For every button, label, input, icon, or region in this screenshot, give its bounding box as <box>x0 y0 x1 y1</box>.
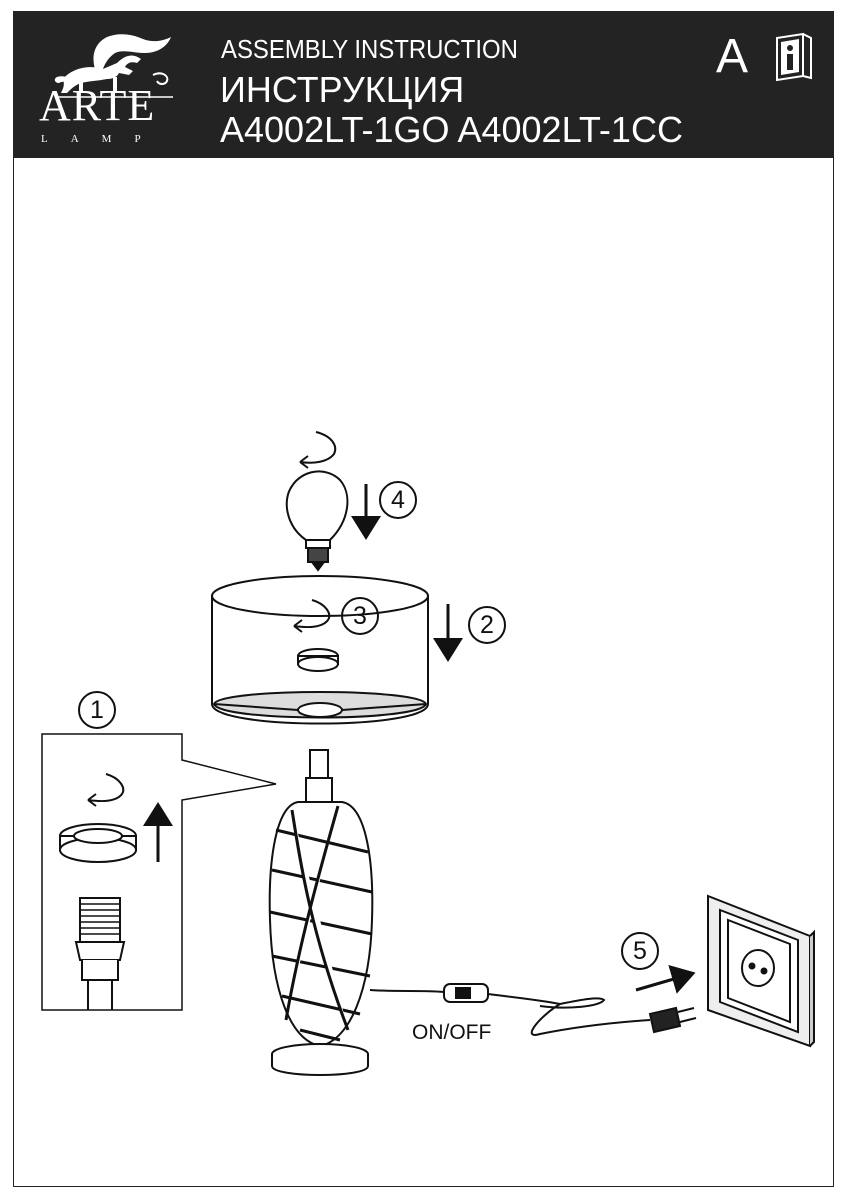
header-bar: ARTE LAMP ASSEMBLY INSTRUCTION ИНСТРУКЦИ… <box>13 11 834 158</box>
title-english: ASSEMBLY INSTRUCTION <box>221 34 518 64</box>
detail-ring <box>59 823 137 863</box>
step-number-5: 5 <box>633 937 647 965</box>
inline-switch <box>443 983 489 1003</box>
shade-ring <box>297 648 339 672</box>
step-circle-2 <box>468 606 506 644</box>
logo-subtitle: LAMP <box>41 133 164 145</box>
power-plug <box>648 1006 697 1034</box>
arrow-to-outlet <box>635 964 696 994</box>
title-russian: ИНСТРУКЦИЯ <box>220 69 465 110</box>
step-number-2: 2 <box>480 611 494 639</box>
step-circle-5 <box>621 932 659 970</box>
step-circle-4 <box>379 481 417 519</box>
rotate-arrow-bulb <box>299 431 337 469</box>
language-letter: A <box>716 30 749 83</box>
step-circle-3 <box>341 597 379 635</box>
light-bulb <box>285 470 349 572</box>
logo-wordmark: ARTE <box>39 81 156 130</box>
detail-box <box>41 733 277 1011</box>
lamp-base <box>268 749 374 1076</box>
step-circle-1 <box>78 691 116 729</box>
power-cord <box>369 989 651 1036</box>
switch-label: ON/OFF <box>412 1021 492 1044</box>
step-number-1: 1 <box>90 696 104 724</box>
wall-outlet <box>707 894 815 1048</box>
step-number-3: 3 <box>353 602 367 630</box>
detail-socket <box>74 897 126 1010</box>
step-number-4: 4 <box>391 486 405 514</box>
rotate-arrow-detail <box>87 773 125 807</box>
manual-info-icon <box>776 32 812 82</box>
rotate-arrow-ring <box>293 599 331 633</box>
griffin-icon <box>54 34 173 98</box>
model-numbers: A4002LT-1GO A4002LT-1CC <box>220 109 683 150</box>
